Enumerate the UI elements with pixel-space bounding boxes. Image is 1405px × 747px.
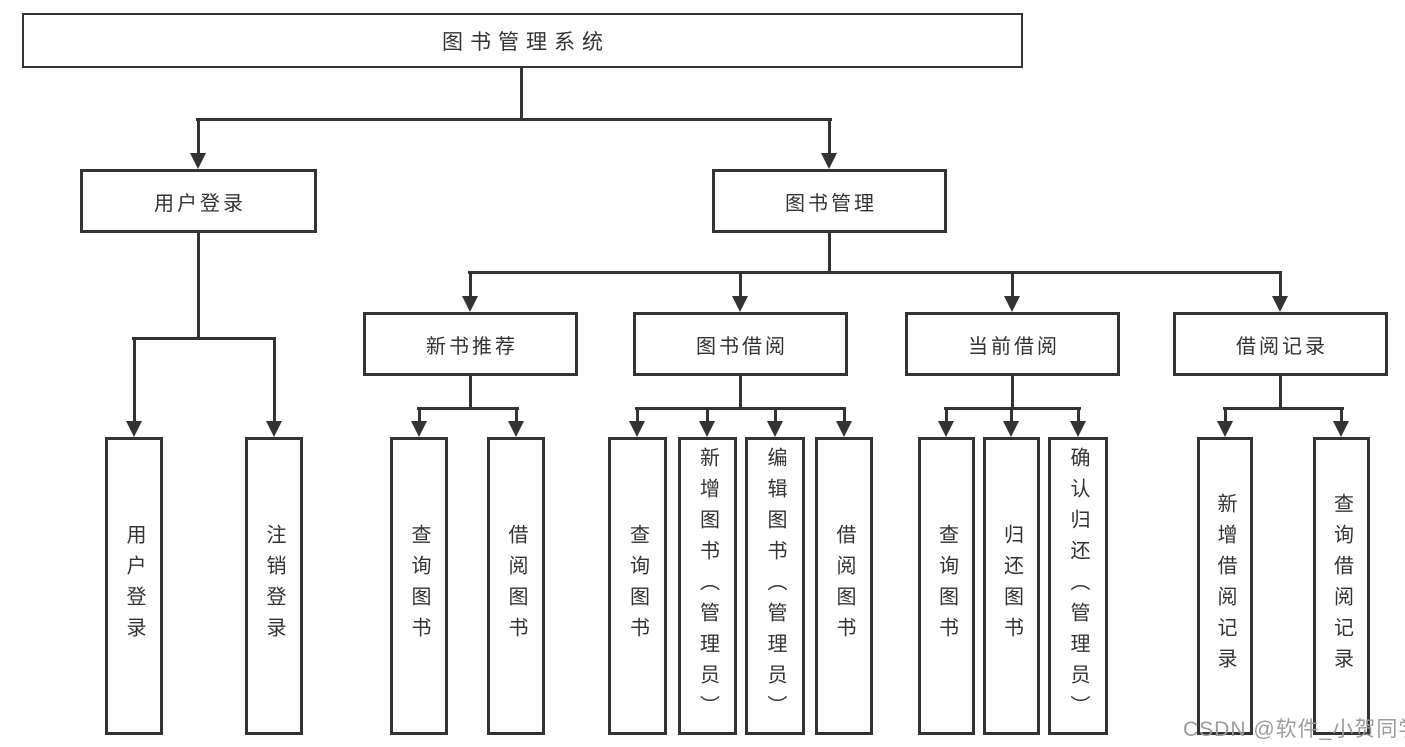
node-current-borrow: 当前借阅 bbox=[905, 312, 1120, 376]
connector-line bbox=[828, 118, 831, 156]
leaf-logout-login: 注销登录 bbox=[245, 437, 303, 735]
leaf-query-books-recommend: 查询图书 bbox=[390, 437, 448, 735]
leaf-add-book-admin: 新增图书（管理员） bbox=[678, 437, 737, 735]
connector-line bbox=[273, 337, 276, 424]
connector-line bbox=[1011, 271, 1014, 299]
connector-line bbox=[739, 376, 742, 410]
connector-line bbox=[418, 407, 421, 423]
connector-line bbox=[828, 233, 831, 274]
connector-line bbox=[945, 407, 948, 423]
connector-line bbox=[1279, 376, 1282, 410]
connector-line bbox=[1010, 407, 1013, 423]
leaf-borrow-books-recommend: 借阅图书 bbox=[487, 437, 545, 735]
leaf-add-borrow-record: 新增借阅记录 bbox=[1197, 437, 1253, 735]
arrow-down-icon bbox=[411, 421, 427, 437]
connector-line bbox=[197, 118, 200, 156]
connector-line bbox=[417, 407, 519, 410]
connector-line bbox=[706, 407, 709, 423]
connector-line bbox=[843, 407, 846, 423]
connector-line bbox=[1340, 407, 1343, 423]
node-book-management: 图书管理 bbox=[712, 169, 947, 233]
arrow-down-icon bbox=[821, 153, 837, 169]
leaf-query-borrow-record: 查询借阅记录 bbox=[1313, 437, 1370, 735]
leaf-edit-book-admin: 编辑图书（管理员） bbox=[745, 437, 805, 735]
leaf-borrow-books: 借阅图书 bbox=[815, 437, 873, 735]
arrow-down-icon bbox=[699, 421, 715, 437]
connector-line bbox=[636, 407, 639, 423]
connector-line bbox=[196, 118, 832, 121]
arrow-down-icon bbox=[629, 421, 645, 437]
arrow-down-icon bbox=[1003, 421, 1019, 437]
arrow-down-icon bbox=[1070, 421, 1086, 437]
node-user-login: 用户登录 bbox=[80, 169, 317, 233]
leaf-user-login: 用户登录 bbox=[105, 437, 163, 735]
connector-line bbox=[520, 68, 523, 121]
arrow-down-icon bbox=[1333, 421, 1349, 437]
arrow-down-icon bbox=[126, 421, 142, 437]
connector-line bbox=[1011, 376, 1014, 410]
connector-line bbox=[197, 233, 200, 340]
leaf-query-books-borrow: 查询图书 bbox=[608, 437, 667, 735]
arrow-down-icon bbox=[508, 421, 524, 437]
arrow-down-icon bbox=[767, 421, 783, 437]
node-book-borrow: 图书借阅 bbox=[633, 312, 848, 376]
connector-line bbox=[133, 337, 136, 424]
arrow-down-icon bbox=[1004, 296, 1020, 312]
connector-line bbox=[1223, 407, 1344, 410]
arrow-down-icon bbox=[462, 296, 478, 312]
connector-line bbox=[774, 407, 777, 423]
arrow-down-icon bbox=[1217, 421, 1233, 437]
connector-line bbox=[1279, 271, 1282, 299]
arrow-down-icon bbox=[732, 296, 748, 312]
connector-line bbox=[469, 271, 472, 299]
arrow-down-icon bbox=[190, 153, 206, 169]
connector-line bbox=[468, 271, 1282, 274]
connector-line bbox=[132, 337, 276, 340]
leaf-return-books: 归还图书 bbox=[983, 437, 1040, 735]
node-root: 图书管理系统 bbox=[22, 13, 1023, 68]
arrow-down-icon bbox=[836, 421, 852, 437]
connector-line bbox=[469, 376, 472, 410]
connector-line bbox=[1077, 407, 1080, 423]
connector-line bbox=[635, 407, 846, 410]
arrow-down-icon bbox=[266, 421, 282, 437]
connector-line bbox=[515, 407, 518, 423]
node-borrow-records: 借阅记录 bbox=[1173, 312, 1388, 376]
node-new-book-recommend: 新书推荐 bbox=[363, 312, 578, 376]
leaf-confirm-return-admin: 确认归还（管理员） bbox=[1048, 437, 1108, 735]
arrow-down-icon bbox=[1272, 296, 1288, 312]
connector-line bbox=[739, 271, 742, 299]
arrow-down-icon bbox=[938, 421, 954, 437]
connector-line bbox=[1224, 407, 1227, 423]
leaf-query-books-current: 查询图书 bbox=[918, 437, 975, 735]
csdn-watermark: CSDN @软件_小贺同学 bbox=[1183, 718, 1405, 741]
